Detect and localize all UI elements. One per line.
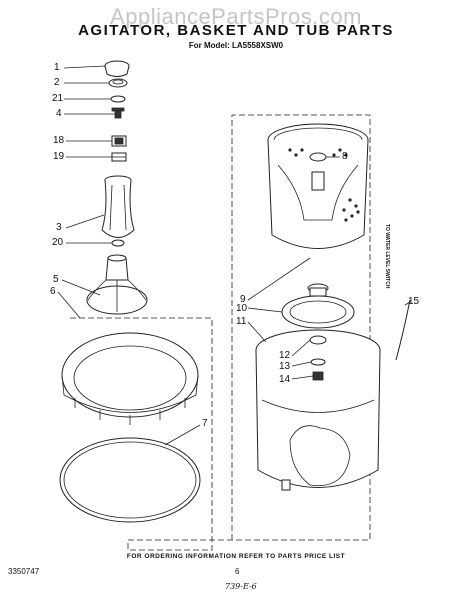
callout-20: 20 — [52, 237, 64, 248]
page-number: 6 — [235, 567, 240, 576]
callout-12: 12 — [279, 350, 291, 361]
part-agitator-dogs — [111, 135, 127, 147]
callout-21: 21 — [52, 93, 64, 104]
part-pressure-hose — [395, 299, 411, 361]
ordering-footer: FOR ORDERING INFORMATION REFER TO PARTS … — [126, 553, 346, 560]
part-seal — [108, 78, 128, 88]
part-tub-seal — [59, 437, 201, 523]
watermark: AppliancePartsPros.com — [110, 4, 362, 29]
part-cam — [111, 152, 127, 162]
part-retainer-ring — [111, 239, 125, 247]
callout-4: 4 — [56, 108, 62, 119]
callout-14: 14 — [279, 374, 291, 385]
callout-6: 6 — [50, 286, 56, 297]
callout-18: 18 — [53, 135, 65, 146]
leader-lines — [57, 65, 411, 446]
left-assembly-frame — [70, 317, 213, 551]
callout-5: 5 — [53, 274, 59, 285]
page-title: AGITATOR, BASKET AND TUB PARTS — [78, 22, 394, 39]
water-level-switch-note: TO WATER LEVEL SWITCH — [384, 224, 390, 289]
model-label: For Model: LA5558XSW0 — [188, 41, 284, 50]
callout-7: 7 — [202, 418, 208, 429]
callout-19: 19 — [53, 151, 65, 162]
document-number: 3350747 — [8, 567, 40, 576]
callout-1: 1 — [54, 62, 60, 73]
part-agitator-barrel — [101, 175, 135, 238]
callout-2: 2 — [54, 77, 60, 88]
part-tub-seal-nut — [309, 335, 327, 345]
callout-13: 13 — [279, 361, 291, 372]
part-tub-bearing — [312, 371, 324, 381]
part-agitator-cap — [104, 60, 130, 77]
callout-10: 10 — [236, 303, 248, 314]
part-basket-hub — [307, 283, 329, 297]
part-tub-ring — [61, 332, 199, 425]
callout-3: 3 — [56, 222, 62, 233]
callout-9: 9 — [240, 294, 246, 305]
part-bolt — [111, 107, 125, 119]
part-spanner-nut — [310, 358, 326, 366]
part-o-ring — [110, 95, 126, 103]
callout-15: 15 — [408, 296, 420, 307]
handwritten-code: 739-E-6 — [225, 582, 257, 591]
part-basket — [267, 123, 369, 249]
right-assembly-frame — [231, 114, 371, 541]
part-outer-tub — [255, 329, 381, 491]
part-drive-bell — [281, 295, 355, 329]
part-agitator-base — [86, 254, 148, 315]
callout-11: 11 — [236, 316, 247, 327]
callout-8: 8 — [342, 151, 348, 162]
